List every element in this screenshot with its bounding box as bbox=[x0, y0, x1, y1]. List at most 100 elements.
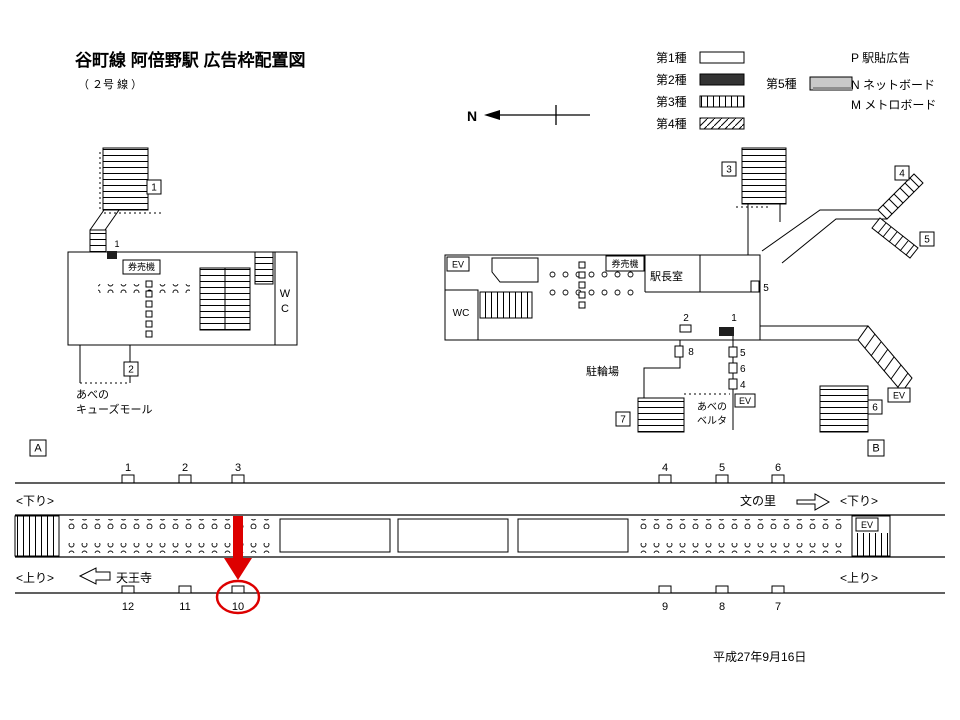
ad-position-2-label: 2 bbox=[683, 313, 689, 324]
platform-position-7: 7 bbox=[775, 601, 781, 613]
fuminosato-direction-label: 文の里 bbox=[740, 493, 776, 508]
exit-1-badge: 1 bbox=[146, 179, 162, 195]
ticket-machine-box: 券売機 bbox=[605, 255, 645, 272]
legend-type1-swatch bbox=[699, 51, 745, 64]
stairs-icon bbox=[871, 217, 919, 259]
exit-6-badge: 6 bbox=[867, 399, 883, 415]
pillar-dots-row bbox=[98, 284, 190, 293]
stairs-icon bbox=[819, 385, 869, 433]
highlight-circle bbox=[215, 579, 261, 615]
right-arrow-icon bbox=[796, 493, 831, 511]
ev-badge: EV bbox=[446, 256, 470, 272]
platform-position-2: 2 bbox=[182, 462, 188, 474]
ad-position-6-label: 6 bbox=[740, 364, 746, 375]
ad-position-1-marker bbox=[107, 251, 117, 259]
ad-position-2-marker bbox=[679, 324, 692, 333]
ad-frame-tick bbox=[178, 585, 192, 594]
stairs-icon bbox=[741, 147, 787, 205]
platform-dots-row bbox=[636, 543, 848, 553]
legend: 第1種 第2種 第3種 第4種 第5種 P 駅貼広告 N ネットボード M メト… bbox=[656, 50, 936, 131]
wc-label-c: C bbox=[281, 303, 289, 315]
stair-corridor bbox=[89, 209, 120, 231]
legend-type4-label: 第4種 bbox=[656, 117, 687, 131]
pillar-squares-column bbox=[578, 261, 586, 309]
svg-text:EV: EV bbox=[452, 260, 464, 270]
stairs-icon bbox=[857, 325, 913, 393]
marker-b-badge: B bbox=[867, 439, 885, 457]
north-arrow-line bbox=[500, 105, 590, 125]
ad-position-5-marker bbox=[728, 346, 738, 358]
compass: N bbox=[467, 105, 590, 125]
north-arrow-icon bbox=[484, 110, 500, 120]
legend-netboard-label: N ネットボード bbox=[851, 78, 935, 92]
ev-badge bbox=[855, 517, 879, 532]
platform-dots-row bbox=[66, 543, 272, 553]
pillar-dots-row bbox=[546, 271, 638, 280]
stairs-icon bbox=[877, 173, 924, 220]
exit-3-badge: 3 bbox=[721, 161, 737, 177]
svg-text:EV: EV bbox=[893, 391, 905, 401]
exit2-passage bbox=[79, 345, 131, 383]
ticket-machine-label: 券売機 bbox=[128, 261, 155, 272]
page-subtitle: （ ２号 線 ） bbox=[78, 77, 142, 91]
up-direction-label-right: <上り> bbox=[840, 571, 878, 585]
stair3-corridor bbox=[747, 204, 781, 255]
highlight-arrow-icon bbox=[224, 516, 252, 580]
southeast-corridor bbox=[760, 325, 868, 341]
ticket-machine-label: 券売機 bbox=[611, 258, 638, 269]
stairs-icon bbox=[479, 291, 533, 319]
svg-text:4: 4 bbox=[899, 169, 905, 180]
tennoji-direction-label: 天王寺 bbox=[116, 571, 152, 585]
exit-2-badge: 2 bbox=[123, 361, 139, 377]
ad-frame-tick bbox=[715, 585, 729, 594]
up-direction-label-left: <上り> bbox=[16, 571, 54, 585]
platform-right-end: EV bbox=[851, 515, 891, 557]
ev-badge: EV bbox=[887, 387, 911, 403]
platform-position-12: 12 bbox=[122, 601, 134, 613]
ad-frame-tick bbox=[121, 474, 135, 484]
svg-text:EV: EV bbox=[739, 396, 751, 406]
exit-4-badge: 4 bbox=[894, 165, 910, 181]
legend-type1-label: 第1種 bbox=[656, 51, 687, 65]
ad-position-1-marker bbox=[719, 327, 734, 336]
ad-frame-tick bbox=[771, 585, 785, 594]
legend-poster-label: P 駅貼広告 bbox=[851, 50, 910, 65]
platform-position-5: 5 bbox=[719, 462, 725, 474]
pillar-dots-row bbox=[546, 287, 638, 296]
abeno-qs-mall-label-line2: キューズモール bbox=[76, 402, 152, 416]
platform-position-9: 9 bbox=[662, 601, 668, 613]
north-label: N bbox=[467, 108, 477, 124]
left-station-map: W C 1 1 券売機 bbox=[67, 147, 298, 416]
station-office-walls bbox=[644, 255, 760, 293]
stairs-icon bbox=[254, 251, 274, 285]
svg-text:B: B bbox=[872, 443, 879, 455]
wc-label-w: W bbox=[280, 288, 291, 300]
station-office-label: 駅長室 bbox=[650, 269, 683, 283]
stairs-icon bbox=[102, 147, 149, 211]
platform-position-11: 11 bbox=[179, 601, 190, 613]
svg-text:A: A bbox=[34, 443, 42, 455]
platform-position-4: 4 bbox=[662, 462, 668, 474]
ticket-machine-box: 券売機 bbox=[122, 259, 161, 275]
platform-structure bbox=[397, 518, 509, 553]
exit-7-badge: 7 bbox=[615, 411, 631, 427]
abeno-belta-label-line1: あべの bbox=[697, 401, 727, 413]
ad-position-5r-marker bbox=[750, 280, 760, 293]
ev-label: EV bbox=[861, 520, 873, 530]
ad-position-1-label: 1 bbox=[731, 313, 737, 324]
platform-diagram: A B 1 2 3 4 5 6 <下り> 文の里 <下り> EV bbox=[14, 439, 945, 615]
pillar-squares-column bbox=[145, 280, 153, 338]
marker-a-badge: A bbox=[29, 439, 47, 457]
down-direction-label-left: <下り> bbox=[16, 494, 54, 508]
legend-type4-swatch bbox=[699, 117, 745, 130]
ad-frame-tick bbox=[658, 585, 672, 594]
ad-position-1-label: 1 bbox=[114, 239, 119, 249]
stairs-icon bbox=[14, 515, 60, 557]
ad-position-5-label: 5 bbox=[740, 348, 746, 359]
svg-text:5: 5 bbox=[924, 235, 930, 246]
bicycle-parking-label: 駐輪場 bbox=[586, 364, 619, 378]
ad-position-4-label: 4 bbox=[740, 380, 746, 391]
stairs-icon bbox=[89, 229, 107, 253]
svg-text:7: 7 bbox=[620, 415, 626, 426]
